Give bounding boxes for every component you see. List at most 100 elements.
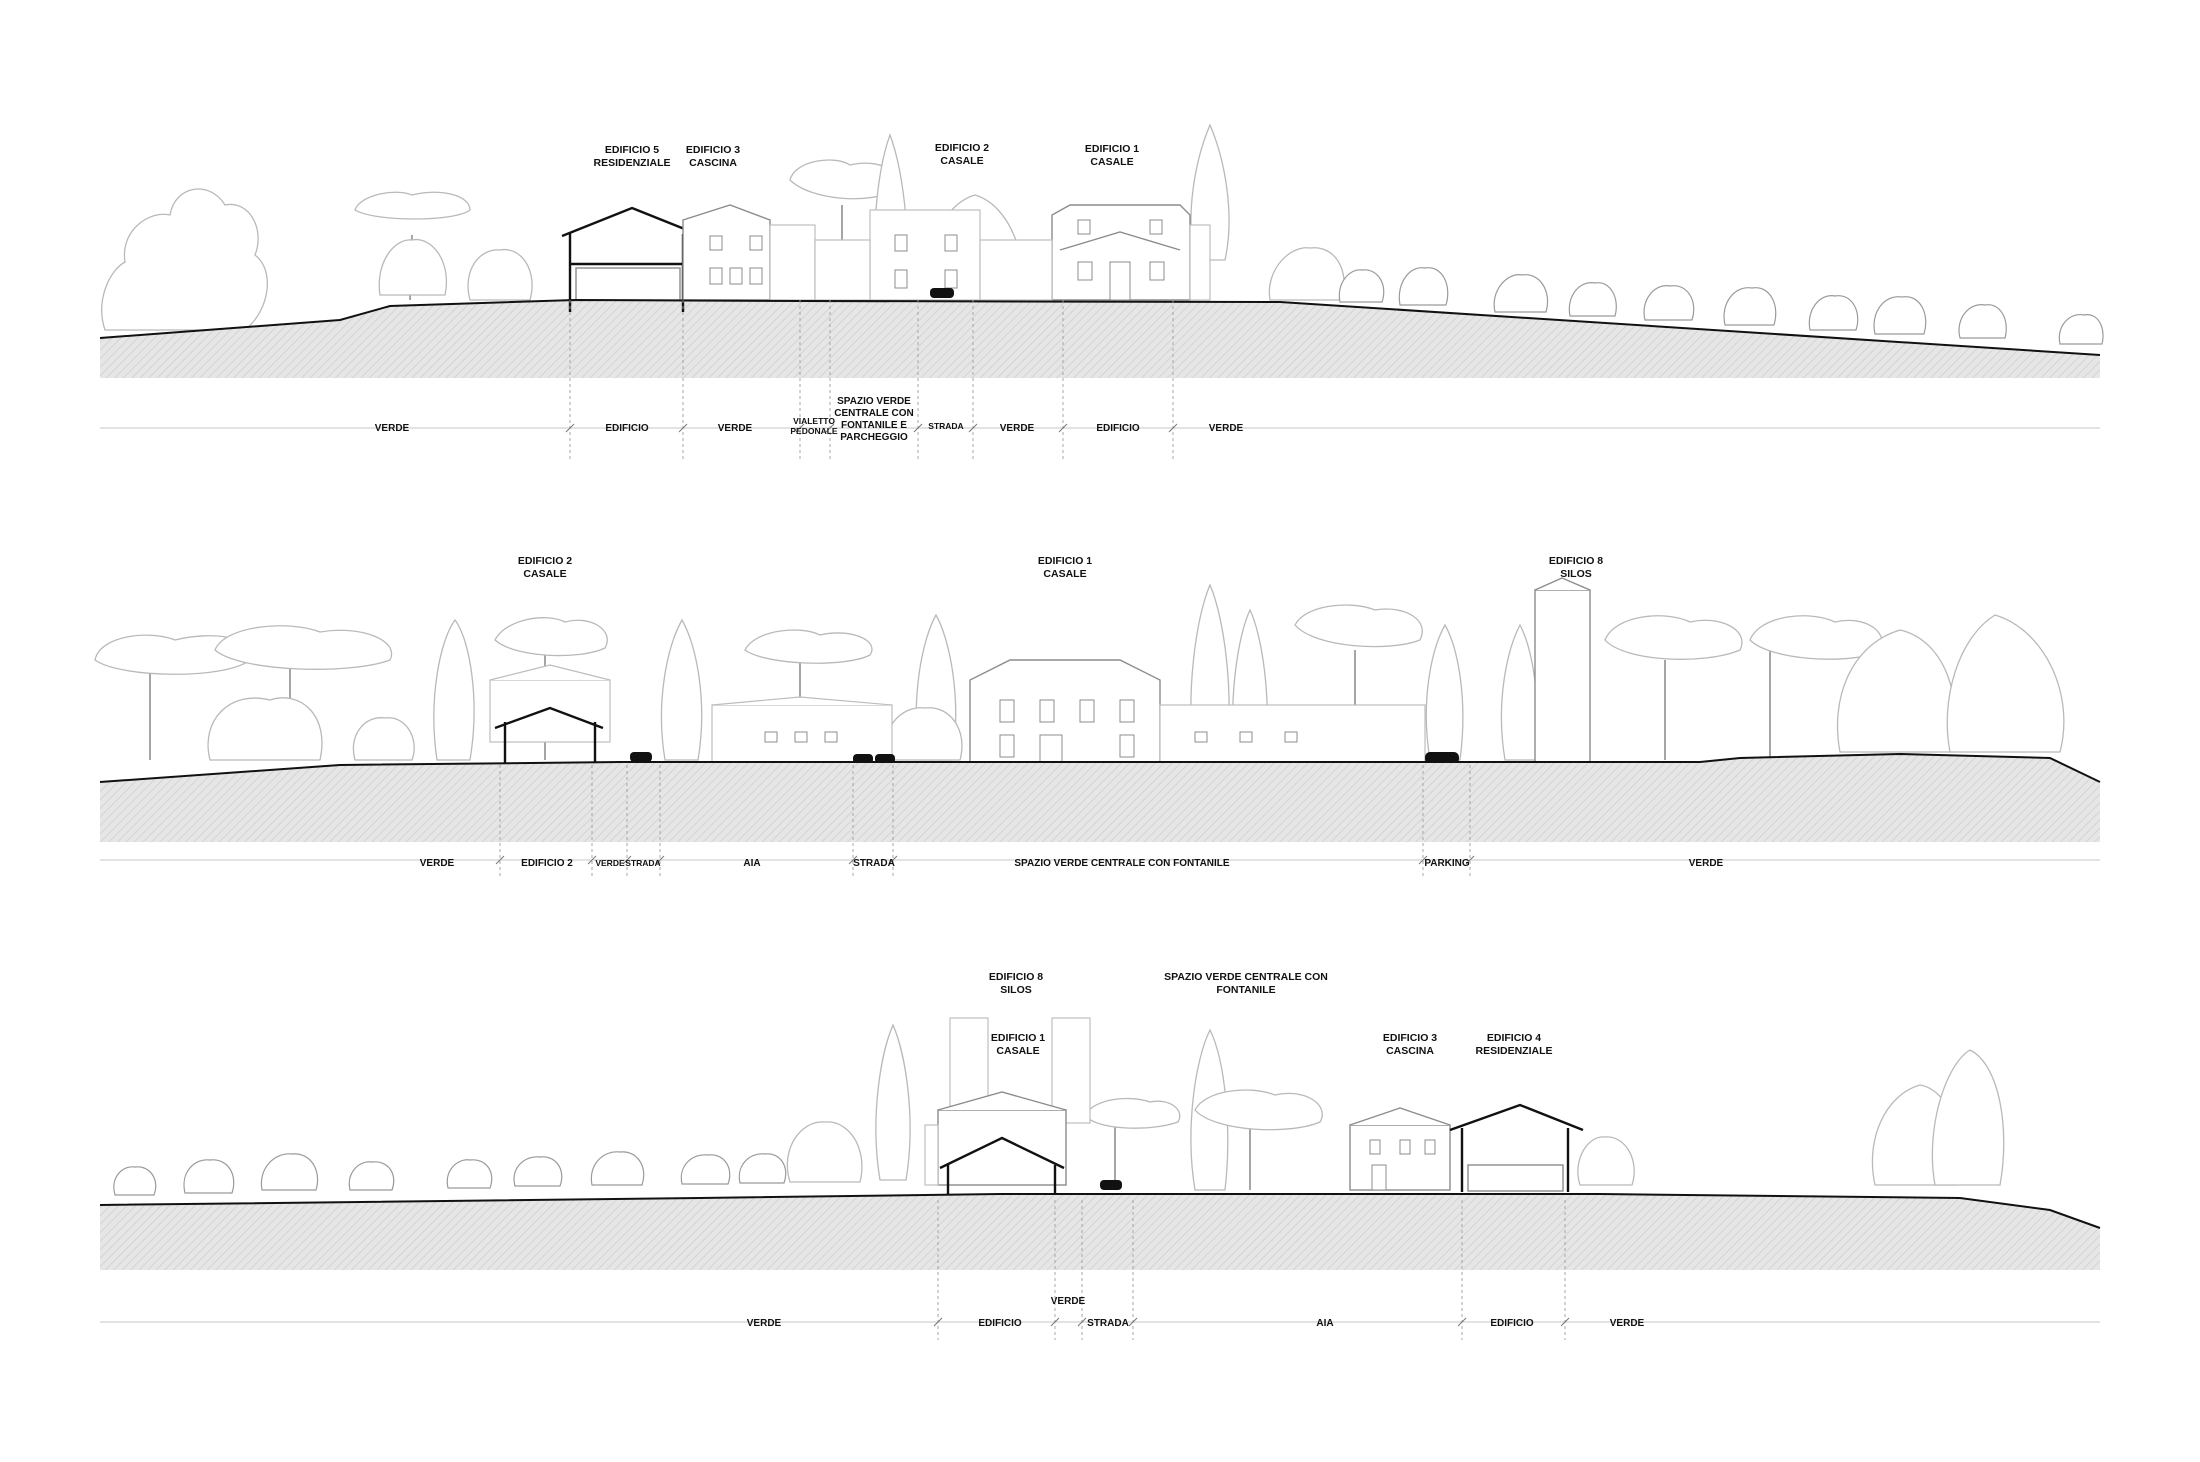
dimension-tick (678, 423, 688, 433)
zone-label: PEDONALE (790, 426, 838, 436)
dimension-tick (913, 423, 923, 433)
dimension-tick (1077, 1317, 1087, 1327)
dimension-tick (1128, 1317, 1138, 1327)
zone-label: STRADA (928, 421, 963, 431)
building-label: EDIFICIO 5 (605, 144, 659, 156)
building-label: EDIFICIO 8 (1549, 555, 1603, 567)
dimension-tick (795, 423, 805, 433)
section-2-zone-labels: VERDE EDIFICIO 2 VERDE STRADA AIA STRADA… (420, 858, 1724, 869)
zone-label: EDIFICIO (978, 1318, 1022, 1329)
dimension-tick (565, 423, 575, 433)
dimension-tick (1457, 1317, 1467, 1327)
building-label: SPAZIO VERDE CENTRALE CON (1164, 971, 1328, 983)
building-label: EDIFICIO 3 (686, 144, 740, 156)
building-label: EDIFICIO 4 (1487, 1032, 1541, 1044)
building-label: EDIFICIO 8 (989, 971, 1043, 983)
section-1-building-labels: EDIFICIO 5 RESIDENZIALE EDIFICIO 3 CASCI… (593, 142, 1139, 169)
section-1-ground (100, 300, 2100, 378)
zone-label: VERDE (595, 858, 625, 868)
car (1100, 1180, 1122, 1190)
dimension-tick (825, 423, 835, 433)
car (630, 752, 652, 762)
building-label: RESIDENZIALE (593, 157, 670, 169)
building-label: CASALE (523, 568, 566, 580)
zone-label: AIA (1316, 1318, 1333, 1329)
section-2-ground (100, 754, 2100, 842)
section-2-buildings (489, 577, 1591, 770)
zone-label: FONTANILE E (841, 420, 907, 431)
zone-label: VERDE (1689, 858, 1724, 869)
building-label: CASALE (940, 155, 983, 167)
silos-elevation (1534, 589, 1591, 766)
section-3-vegetation (113, 1023, 2005, 1196)
zone-label: STRADA (853, 858, 895, 869)
building-label: CASALE (1043, 568, 1086, 580)
zone-label: VERDE (718, 423, 753, 434)
dimension-tick (888, 855, 898, 865)
building-label: EDIFICIO 2 (518, 555, 572, 567)
section-1-dimension-ticks (565, 300, 1178, 462)
zone-label: PARCHEGGIO (840, 432, 908, 443)
building-label: EDIFICIO 2 (935, 142, 989, 154)
building-label: EDIFICIO 1 (1085, 143, 1139, 155)
building-label: SILOS (1000, 984, 1032, 996)
zone-label: SPAZIO VERDE (837, 396, 911, 407)
dimension-tick (968, 423, 978, 433)
building-label: RESIDENZIALE (1475, 1045, 1552, 1057)
section-2-dimension-ticks (495, 765, 1475, 878)
section-1-buildings (561, 204, 1211, 301)
dimension-tick (622, 855, 632, 865)
section-3: EDIFICIO 8 SILOS EDIFICIO 1 CASALE SPAZI… (99, 971, 2101, 1340)
dimension-tick (495, 855, 505, 865)
dimension-tick (587, 855, 597, 865)
zone-label: VERDE (1209, 423, 1244, 434)
section-2-vegetation (94, 583, 2065, 761)
zone-label: VIALETTO (793, 416, 835, 426)
building-label: CASALE (996, 1045, 1039, 1057)
building-label: SILOS (1560, 568, 1592, 580)
zone-label: STRADA (625, 858, 660, 868)
edificio-2-elevation (869, 209, 981, 301)
building-label: EDIFICIO 1 (1038, 555, 1092, 567)
dimension-tick (1418, 855, 1428, 865)
zone-label: AIA (743, 858, 760, 869)
building-label: EDIFICIO 1 (991, 1032, 1045, 1044)
section-1: EDIFICIO 5 RESIDENZIALE EDIFICIO 3 CASCI… (99, 123, 2104, 462)
zone-label: CENTRALE CON (834, 408, 913, 419)
edificio-4-section (1449, 1103, 1584, 1192)
dimension-tick (1050, 1317, 1060, 1327)
edificio-3-elevation (1349, 1124, 1451, 1191)
section-3-buildings (924, 1017, 1584, 1198)
edificio-1-elevation (937, 1109, 1067, 1186)
building-label: CASCINA (1386, 1045, 1434, 1057)
building-label: FONTANILE (1216, 984, 1275, 996)
dimension-tick (1168, 423, 1178, 433)
car (1425, 752, 1459, 764)
building-label: EDIFICIO 3 (1383, 1032, 1437, 1044)
zone-label: VERDE (420, 858, 455, 869)
section-3-zone-labels: VERDE EDIFICIO VERDE STRADA AIA EDIFICIO… (747, 1296, 1645, 1329)
zone-label: VERDE (375, 423, 410, 434)
section-2: EDIFICIO 2 CASALE EDIFICIO 1 CASALE EDIF… (94, 555, 2101, 878)
zone-label: VERDE (1000, 423, 1035, 434)
dimension-tick (1465, 855, 1475, 865)
section-1-zone-labels: VERDE EDIFICIO VERDE VIALETTO PEDONALE S… (375, 396, 1244, 443)
zone-label: SPAZIO VERDE CENTRALE CON FONTANILE (1014, 858, 1230, 869)
zone-label: EDIFICIO (1490, 1318, 1534, 1329)
dimension-tick (1560, 1317, 1570, 1327)
section-3-dimension-ticks (933, 1200, 1570, 1340)
zone-label: VERDE (1051, 1296, 1086, 1307)
section-3-ground (100, 1194, 2100, 1270)
building-label: CASALE (1090, 156, 1133, 168)
dimension-tick (1058, 423, 1068, 433)
dimension-tick (933, 1317, 943, 1327)
zone-label: EDIFICIO 2 (521, 858, 573, 869)
zone-label: EDIFICIO (1096, 423, 1140, 434)
car (930, 288, 954, 298)
edificio-1-section (939, 1136, 1065, 1198)
zone-label: VERDE (747, 1318, 782, 1329)
building-label: CASCINA (689, 157, 737, 169)
zone-label: EDIFICIO (605, 423, 649, 434)
dimension-tick (655, 855, 665, 865)
section-3-building-labels: EDIFICIO 8 SILOS EDIFICIO 1 CASALE SPAZI… (989, 971, 1553, 1057)
